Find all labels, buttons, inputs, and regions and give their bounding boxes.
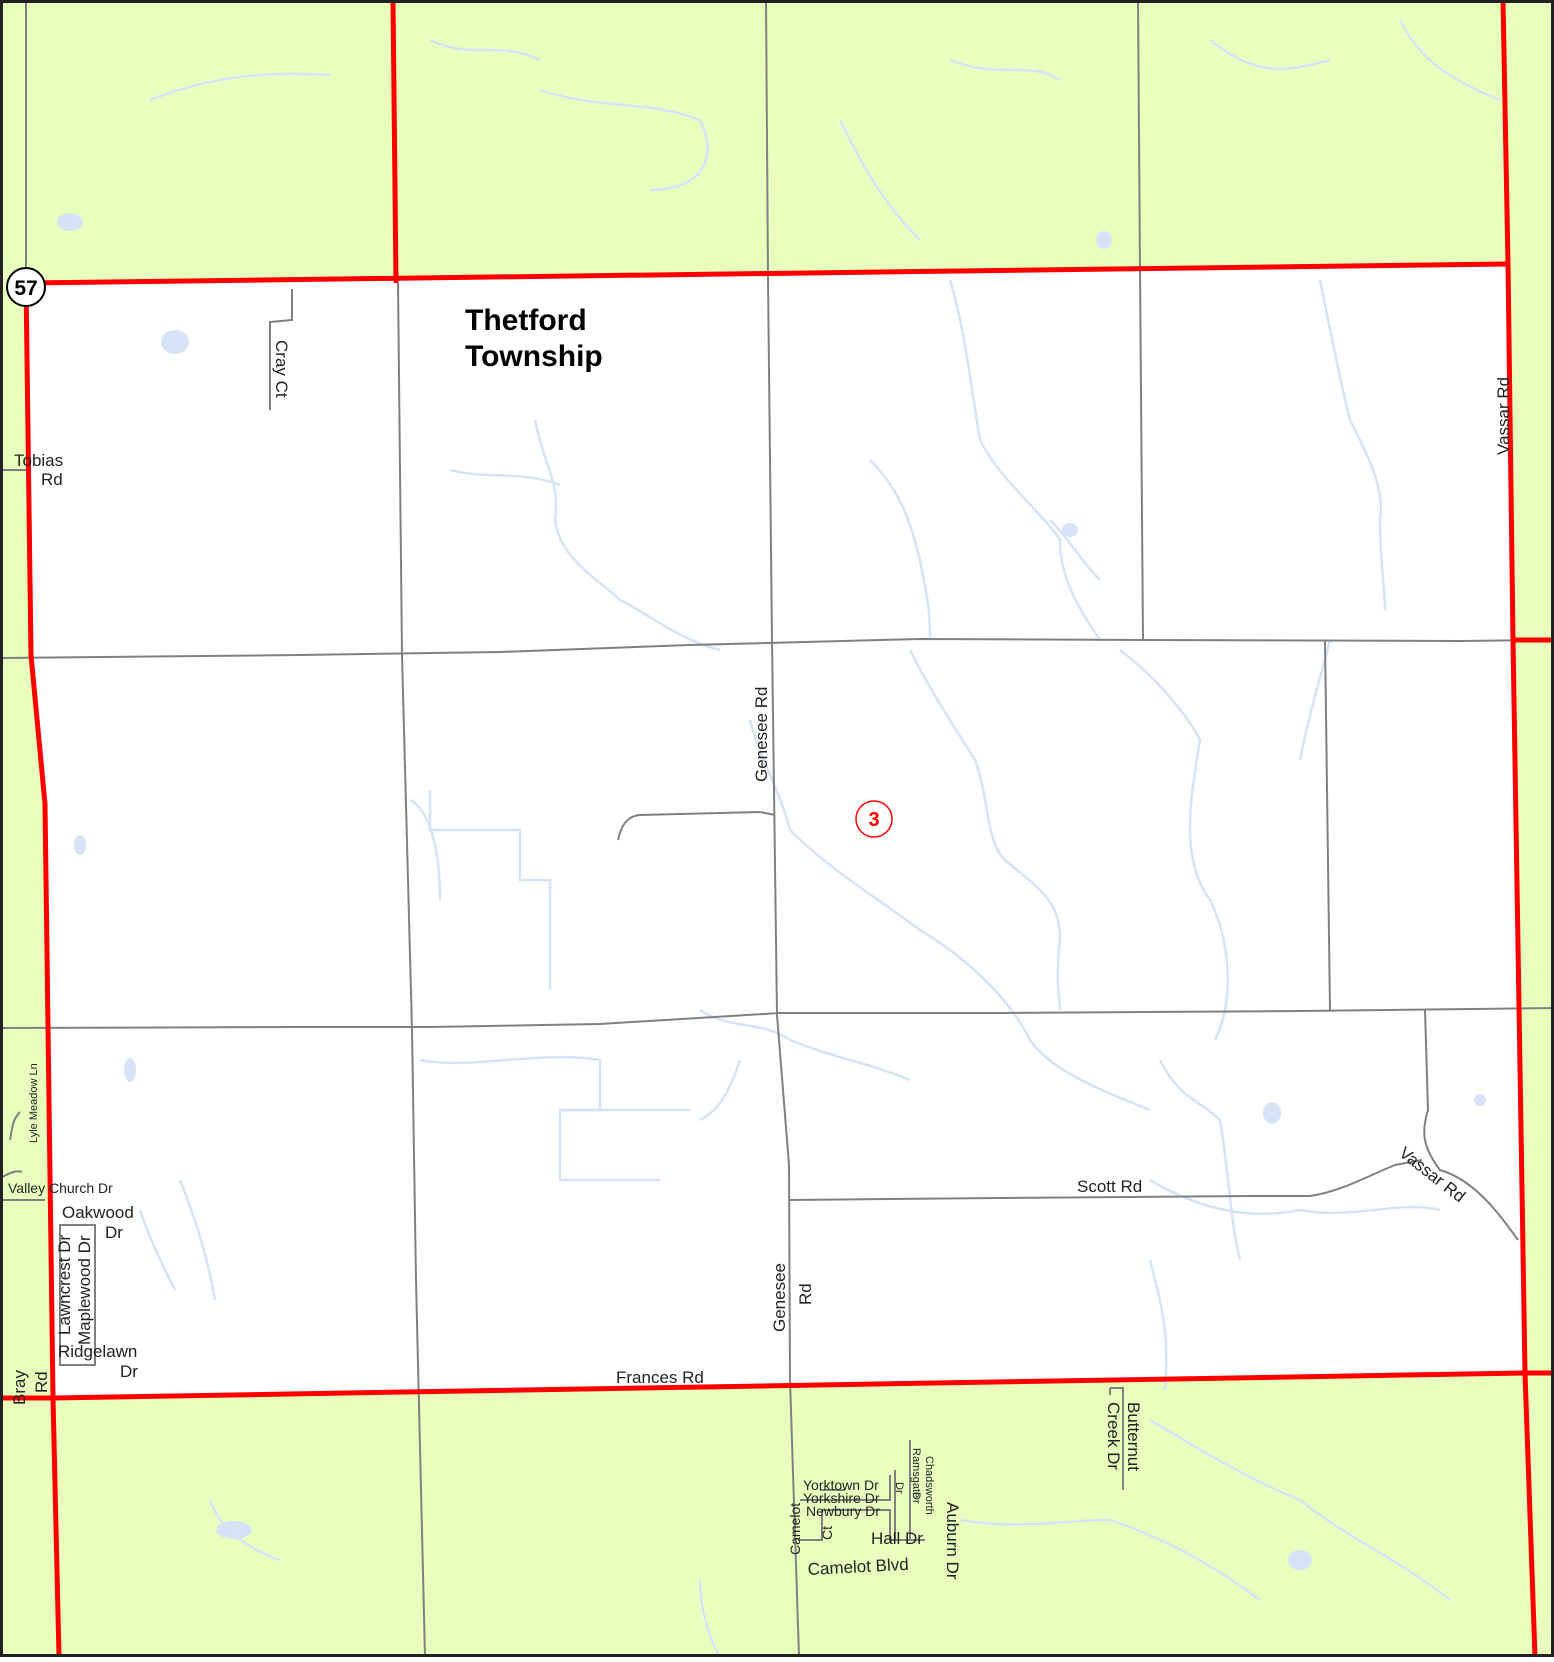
district-circle-icon bbox=[855, 800, 893, 838]
label-lyle-meadow-ln[interactable]: Lyle Meadow Ln bbox=[28, 1063, 40, 1143]
label-lawncrest-dr[interactable]: Lawncrest Dr bbox=[55, 1235, 74, 1335]
label-camelot-ct-line1[interactable]: Camelot bbox=[787, 1503, 803, 1555]
label-oakwood-dr-line1[interactable]: Oakwood bbox=[62, 1203, 134, 1222]
route-57-shield[interactable]: 57 bbox=[6, 267, 46, 307]
label-chadsworth-dr-line2[interactable]: Dr bbox=[893, 1482, 905, 1494]
label-ridgelawn-dr-line1[interactable]: Ridgelawn bbox=[58, 1342, 137, 1361]
label-frances-rd[interactable]: Frances Rd bbox=[616, 1368, 704, 1387]
water-features bbox=[138, 19, 1501, 1658]
label-butternut-creek-dr-line1[interactable]: Butternut bbox=[1124, 1402, 1143, 1471]
ponds bbox=[57, 213, 1486, 1570]
label-hall-dr[interactable]: Hall Dr bbox=[871, 1529, 923, 1548]
township-title-line1: Thetford bbox=[465, 304, 587, 337]
label-genesee-rd-south-line1[interactable]: Genesee bbox=[770, 1263, 789, 1332]
label-yorkshire-dr[interactable]: Yorkshire Dr bbox=[803, 1490, 880, 1506]
label-butternut-creek-dr-line2[interactable]: Creek Dr bbox=[1104, 1402, 1123, 1470]
label-camelot-ct-line2[interactable]: Ct bbox=[819, 1526, 835, 1540]
label-genesee-rd-south-line2[interactable]: Rd bbox=[796, 1283, 815, 1305]
route-shield-icon bbox=[6, 267, 46, 307]
district-marker[interactable]: 3 bbox=[855, 800, 893, 838]
label-tobias-rd-line2[interactable]: Rd bbox=[41, 470, 63, 489]
label-maplewood-dr[interactable]: Maplewood Dr bbox=[75, 1235, 94, 1345]
label-cray-ct[interactable]: Cray Ct bbox=[272, 340, 291, 398]
label-bray-rd-line2[interactable]: Rd bbox=[32, 1371, 51, 1393]
label-valley-church-dr[interactable]: Valley Church Dr bbox=[8, 1180, 113, 1196]
label-oakwood-dr-line2[interactable]: Dr bbox=[105, 1223, 123, 1242]
district-number: 3 bbox=[868, 809, 879, 831]
label-yorktown-dr[interactable]: Yorktown Dr bbox=[803, 1477, 879, 1493]
label-ramsgate-dr-line1[interactable]: Ramsgate bbox=[910, 1448, 922, 1498]
route-number: 57 bbox=[14, 277, 37, 300]
label-genesee-rd-north[interactable]: Genesee Rd bbox=[752, 687, 771, 782]
label-newbury-dr[interactable]: Newbury Dr bbox=[806, 1503, 880, 1519]
township-title-line2: Township bbox=[465, 340, 603, 373]
label-auburn-dr[interactable]: Auburn Dr bbox=[943, 1502, 962, 1580]
label-tobias-rd-line1[interactable]: Tobias bbox=[14, 451, 63, 470]
label-chadsworth-dr-line1[interactable]: Chadsworth bbox=[923, 1456, 935, 1515]
label-ramsgate-dr-line2[interactable]: Dr bbox=[910, 1492, 922, 1504]
label-ridgelawn-dr-line2[interactable]: Dr bbox=[120, 1362, 138, 1381]
label-scott-rd[interactable]: Scott Rd bbox=[1077, 1177, 1142, 1196]
label-bray-rd-line1[interactable]: Bray bbox=[10, 1370, 29, 1405]
label-vassar-rd-north[interactable]: Vassar Rd bbox=[1494, 377, 1513, 455]
